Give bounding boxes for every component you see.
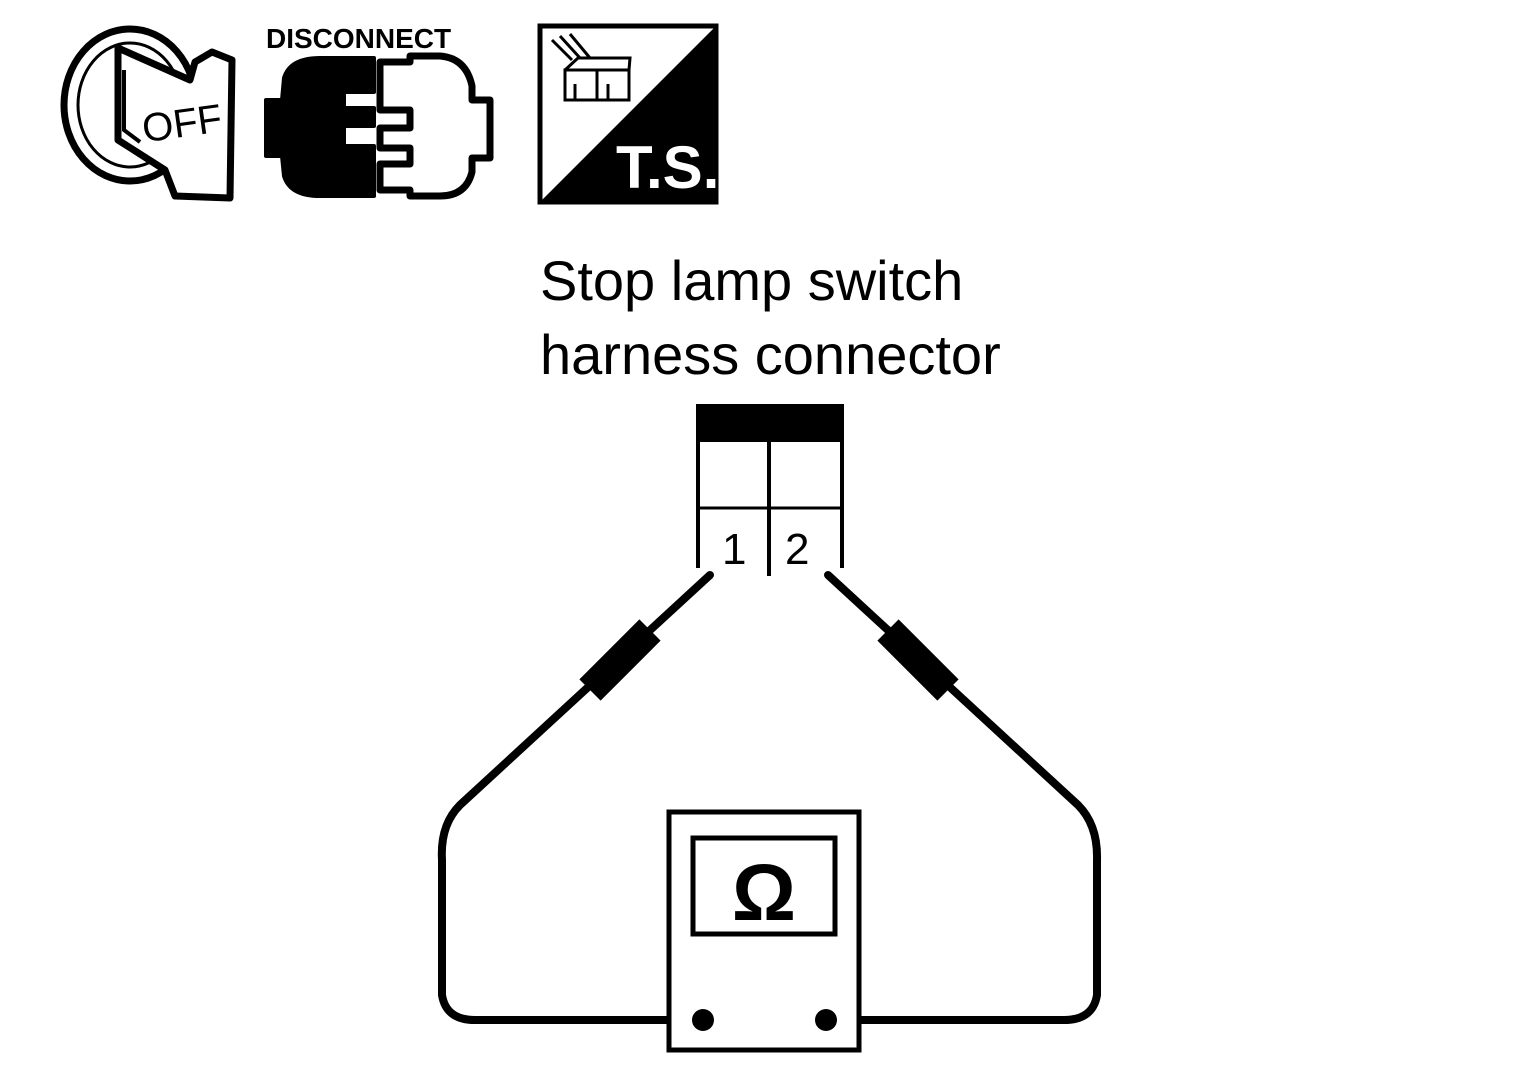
connector-title-line2: harness connector xyxy=(540,323,1001,386)
probe-lead-left xyxy=(437,571,714,1024)
probe-lead-right xyxy=(822,571,1102,1024)
connector-title-line1: Stop lamp switch xyxy=(540,249,963,312)
pin-2-label: 2 xyxy=(785,525,809,574)
disconnect-caption: DISCONNECT xyxy=(266,23,451,54)
harness-connector: 1 2 xyxy=(696,404,844,576)
pin-1-label: 1 xyxy=(722,525,746,574)
terminal-side-icon: T.S. xyxy=(537,23,719,205)
ohm-symbol: Ω xyxy=(732,848,796,937)
ohmmeter-icon: Ω xyxy=(666,809,862,1053)
ignition-key-off-icon: OFF xyxy=(60,25,236,202)
meter-terminal-left xyxy=(692,1009,714,1031)
meter-terminal-right xyxy=(815,1009,837,1031)
connector-disconnect-icon: DISCONNECT xyxy=(264,23,494,200)
terminal-side-label: T.S. xyxy=(616,134,719,201)
